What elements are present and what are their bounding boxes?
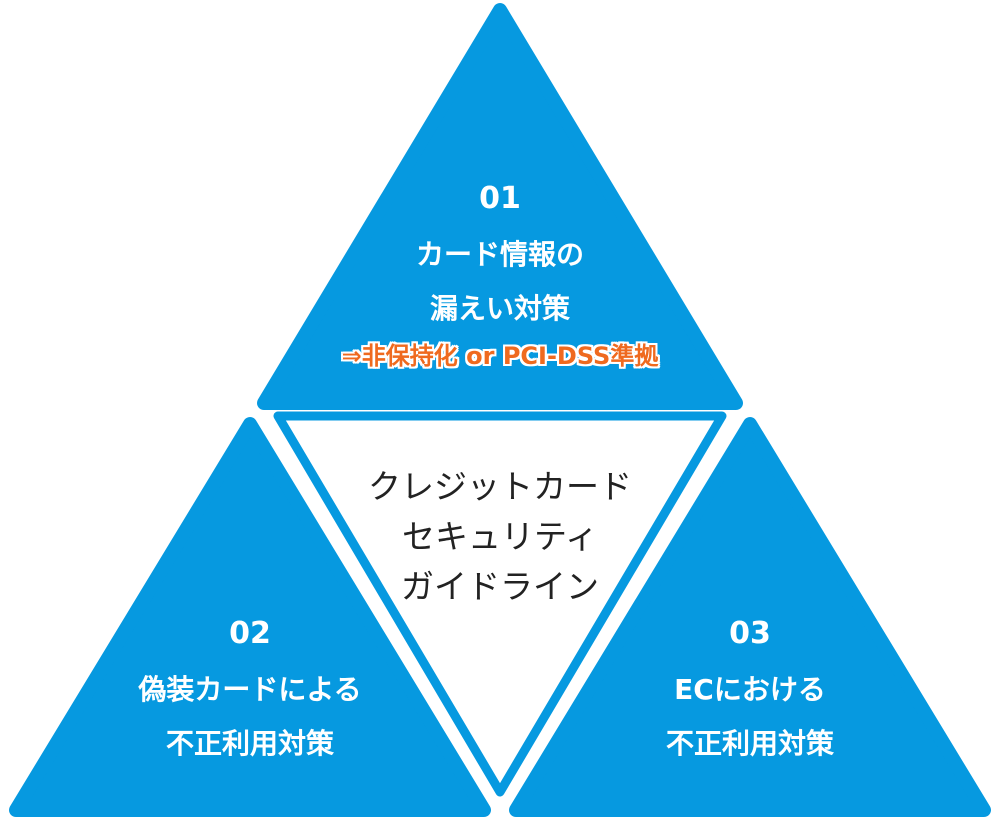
left-line-2: 不正利用対策 (165, 727, 334, 760)
left-number: 02 (229, 616, 271, 651)
top-line-2: 漏えい対策 (429, 292, 570, 325)
right-line-1: ECにおける (674, 673, 826, 706)
center-line-2: セキュリティ (401, 517, 599, 556)
left-triangle-text: 02 偽装カードによる 不正利用対策 (40, 605, 460, 771)
top-triangle (257, 3, 743, 410)
top-triangle-text: 01 カード情報の 漏えい対策 ⇒非保持化 or PCI-DSS準拠 (290, 170, 710, 376)
right-triangle-text: 03 ECにおける 不正利用対策 (540, 605, 960, 771)
right-triangle (509, 417, 991, 817)
left-line-1: 偽装カードによる (138, 673, 362, 706)
center-line-3: ガイドライン (401, 567, 599, 606)
top-line-1: カード情報の (415, 238, 584, 271)
center-line-1: クレジットカード (368, 467, 632, 506)
right-number: 03 (729, 616, 771, 651)
top-number: 01 (479, 181, 521, 216)
center-title: クレジットカード セキュリティ ガイドライン (300, 462, 700, 612)
top-highlight: ⇒非保持化 or PCI-DSS準拠 (341, 342, 659, 370)
left-triangle (9, 417, 491, 817)
right-line-2: 不正利用対策 (665, 727, 834, 760)
center-inverted-triangle (273, 411, 727, 797)
